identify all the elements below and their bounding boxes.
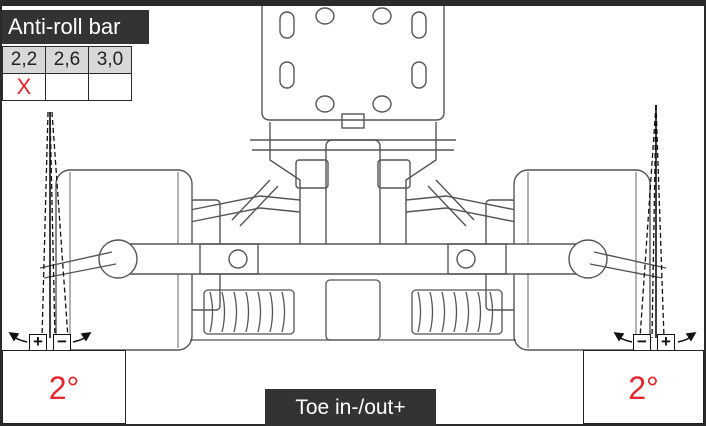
shock-mount-left	[295, 159, 329, 189]
diff-housing	[325, 139, 381, 251]
chassis-slot-2	[411, 11, 427, 39]
toe-line-right-a	[639, 104, 657, 339]
left-rule	[0, 0, 2, 426]
arrow-right-in-head	[613, 332, 625, 342]
top-rule	[0, 0, 706, 6]
chassis-slot-3	[279, 61, 295, 89]
link-left	[39, 251, 117, 279]
toe-line-left-a	[41, 111, 49, 339]
anti-roll-bar-table: 2,2 2,6 3,0 X	[2, 46, 132, 101]
pivot-left-outer	[98, 239, 138, 279]
upper-arm-left	[189, 195, 301, 223]
toe-angle-right[interactable]: 2°	[583, 350, 704, 424]
chassis-center-block	[341, 113, 365, 129]
chassis-hole-2	[372, 7, 392, 25]
chassis-hole-4	[372, 95, 392, 113]
arrow-left-out-head	[8, 332, 20, 342]
arb-mark-3[interactable]	[88, 73, 132, 101]
upper-arm-right	[405, 195, 517, 223]
lower-arm-beam	[117, 243, 591, 275]
steering-link-left	[231, 179, 279, 227]
chassis-plate	[261, 6, 445, 121]
arb-option-2: 2,6	[45, 46, 89, 74]
toe-angle-left[interactable]: 2°	[2, 350, 126, 424]
shock-tower	[250, 139, 456, 151]
toe-label: Toe in-/out+	[265, 389, 436, 426]
bulkhead	[269, 122, 437, 251]
steering-link-right	[427, 179, 475, 227]
left-plus-box[interactable]: +	[29, 333, 47, 351]
arrow-right-out-head	[685, 332, 697, 342]
left-minus-box[interactable]: −	[53, 333, 71, 351]
toe-line-left-b	[49, 111, 56, 339]
chassis-slot-4	[411, 61, 427, 89]
toe-line-left-c	[51, 111, 69, 339]
toe-line-right-c	[655, 104, 665, 339]
arb-option-3: 3,0	[88, 46, 132, 74]
arb-mark-2[interactable]	[45, 73, 89, 101]
link-right	[589, 251, 667, 279]
right-plus-box[interactable]: +	[657, 333, 675, 351]
pivot-left-inner	[228, 249, 248, 269]
spring-right	[411, 289, 503, 335]
chassis-hole-1	[315, 7, 335, 25]
center-gearbox	[325, 279, 381, 341]
arb-option-1: 2,2	[2, 46, 46, 74]
toe-line-right-b	[651, 104, 657, 339]
pivot-right-outer	[568, 239, 608, 279]
right-minus-box[interactable]: −	[633, 333, 651, 351]
arb-mark-1[interactable]: X	[2, 73, 46, 101]
chassis-slot-1	[279, 11, 295, 39]
arrow-left-in-head	[80, 332, 92, 342]
pivot-right-inner	[456, 249, 476, 269]
beam-block-left	[199, 243, 259, 275]
anti-roll-bar-title: Anti-roll bar	[2, 10, 149, 44]
right-rule	[704, 0, 706, 426]
beam-block-right	[447, 243, 507, 275]
shock-mount-right	[377, 159, 411, 189]
spring-left	[203, 289, 295, 335]
chassis-hole-3	[315, 95, 335, 113]
